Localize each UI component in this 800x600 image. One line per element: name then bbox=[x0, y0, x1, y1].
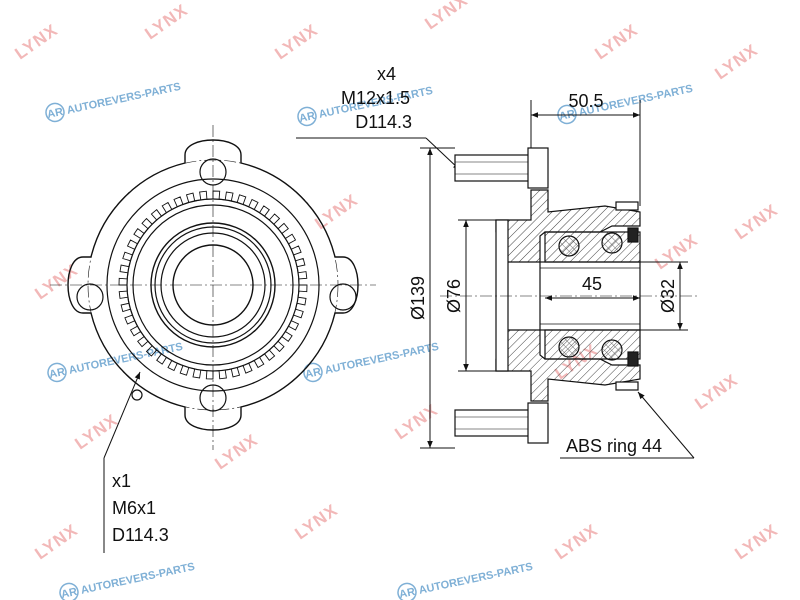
abs-ring-top bbox=[615, 201, 639, 211]
stud-bottom bbox=[454, 409, 532, 437]
svg-text:AUTOREVERS-PARTS: AUTOREVERS-PARTS bbox=[80, 561, 196, 597]
watermark-brand-a: LYNX bbox=[211, 430, 261, 473]
watermark-brand-a: LYNX bbox=[651, 230, 701, 273]
hub-outer-ring bbox=[106, 178, 320, 392]
stud-hole-left bbox=[76, 283, 104, 311]
watermark-brand-a: LYNX bbox=[551, 520, 601, 563]
hub-ring-3 bbox=[150, 222, 276, 348]
svg-text:AUTOREVERS-PARTS: AUTOREVERS-PARTS bbox=[418, 561, 534, 597]
dim-bearing-width-label: 45 bbox=[582, 274, 602, 294]
svg-text:AR: AR bbox=[304, 366, 322, 381]
flange-outline bbox=[67, 139, 359, 431]
hub-ring-4 bbox=[154, 226, 272, 344]
watermark-brand-a: LYNX bbox=[311, 190, 361, 233]
screw-hole bbox=[131, 389, 143, 401]
stud-hole-right bbox=[329, 283, 357, 311]
svg-text:AUTOREVERS-PARTS: AUTOREVERS-PARTS bbox=[324, 341, 440, 377]
watermark-brand-a: LYNX bbox=[731, 520, 781, 563]
stud-head-bottom bbox=[527, 402, 549, 444]
abs-ring-bottom bbox=[615, 381, 639, 391]
svg-text:AUTOREVERS-PARTS: AUTOREVERS-PARTS bbox=[66, 81, 182, 117]
stud-count: x4 bbox=[377, 64, 396, 84]
svg-text:AR: AR bbox=[46, 106, 64, 121]
screw-count: x1 bbox=[112, 471, 131, 491]
dim-flange-dia-label: Ø139 bbox=[408, 276, 428, 320]
dim-flange-dia bbox=[420, 147, 455, 449]
stud-hole-bottom bbox=[199, 384, 227, 412]
dim-bore-dia-label: Ø32 bbox=[658, 279, 678, 313]
hub-ring-2 bbox=[132, 204, 294, 366]
watermark-brand-a: LYNX bbox=[711, 40, 761, 83]
seal-bottom bbox=[627, 351, 639, 367]
dim-pilot-dia-label: Ø76 bbox=[444, 279, 464, 313]
hub-ring-5 bbox=[160, 232, 266, 338]
screw-pcd: D114.3 bbox=[112, 525, 169, 545]
front-view bbox=[50, 125, 376, 450]
dim-pilot-dia bbox=[458, 219, 496, 372]
dim-width-label: 50.5 bbox=[568, 91, 603, 111]
watermark-brand-a: LYNX bbox=[291, 500, 341, 543]
ball-bottom-left bbox=[558, 336, 580, 358]
svg-text:AR: AR bbox=[398, 586, 416, 600]
ball-top-right bbox=[601, 232, 623, 254]
hub-bore bbox=[172, 244, 254, 326]
dim-bore-dia bbox=[640, 261, 688, 331]
screw-thread: M6x1 bbox=[112, 498, 156, 518]
svg-text:AR: AR bbox=[298, 110, 316, 125]
stud-thread: M12x1.5 bbox=[341, 88, 410, 108]
watermark-brand-a: LYNX bbox=[691, 370, 741, 413]
svg-text:AR: AR bbox=[48, 366, 66, 381]
abs-note: ABS ring 44 bbox=[566, 436, 662, 456]
watermark-brand-a: LYNX bbox=[31, 260, 81, 303]
stud-pcd: D114.3 bbox=[355, 112, 412, 132]
watermark-brand-a: LYNX bbox=[11, 20, 61, 63]
watermark-brand-a: LYNX bbox=[31, 520, 81, 563]
svg-text:AR: AR bbox=[60, 586, 78, 600]
stud-hole-top bbox=[199, 158, 227, 186]
screw-leader bbox=[103, 371, 141, 553]
bearing-race-bottom bbox=[544, 329, 641, 360]
watermark-brand-a: LYNX bbox=[71, 410, 121, 453]
watermark-brand-a: LYNX bbox=[591, 20, 641, 63]
watermark-brand-a: LYNX bbox=[421, 0, 471, 33]
abs-leader bbox=[560, 391, 695, 459]
flange-face bbox=[495, 219, 509, 372]
abs-ring-inner bbox=[126, 198, 300, 372]
dim-width bbox=[530, 100, 641, 206]
seal-top bbox=[627, 227, 639, 243]
stud-leader bbox=[296, 137, 461, 171]
ball-top-left bbox=[558, 235, 580, 257]
watermark-brand-a: LYNX bbox=[141, 0, 191, 43]
watermark-brand-a: LYNX bbox=[391, 400, 441, 443]
stud-top bbox=[454, 154, 532, 182]
ball-bottom-right bbox=[601, 339, 623, 361]
watermark-brand-a: LYNX bbox=[731, 200, 781, 243]
section-view bbox=[454, 147, 641, 444]
stud-head-top bbox=[527, 147, 549, 189]
watermark-brand-a: LYNX bbox=[271, 20, 321, 63]
